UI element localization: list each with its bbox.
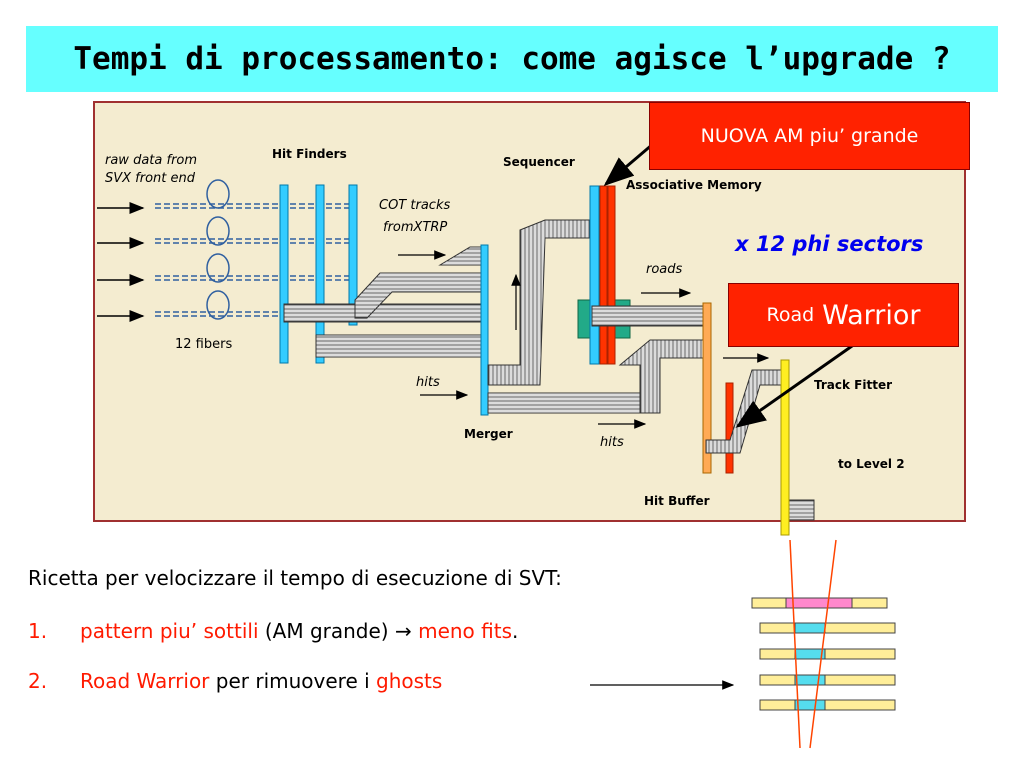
- track-fitter-label: Track Fitter: [814, 378, 892, 392]
- nuova-am-text: NUOVA AM piu’ grande: [700, 125, 919, 147]
- track-fitter-cables: [705, 369, 815, 521]
- flow-arrows: [398, 250, 770, 429]
- road-warrior-pointer: [735, 330, 873, 428]
- track-fitter-board: [780, 359, 790, 536]
- recipe-item1-red: pattern piu’ sottili: [80, 619, 259, 643]
- hit-finder-boards: [279, 184, 358, 364]
- input-arrows: [97, 202, 145, 322]
- merger-board: [480, 244, 489, 416]
- recipe-intro: Ricetta per velocizzare il tempo di esec…: [28, 566, 562, 590]
- phi-sectors-label: x 12 phi sectors: [735, 232, 924, 256]
- associative-memory-label: Associative Memory: [626, 178, 762, 192]
- recipe-item2-black: per rimuovere i: [209, 669, 377, 693]
- road-warrior-board: [725, 382, 734, 474]
- hits-label-1: hits: [416, 375, 440, 390]
- track-lines: [789, 539, 837, 749]
- recipe-item1: pattern piu’ sottili (AM grande) → meno …: [80, 619, 518, 643]
- roads-label: roads: [646, 262, 683, 277]
- page-title: Tempi di processamento: come agisce l’up…: [73, 41, 951, 77]
- am-boards: [577, 185, 631, 365]
- hits-label-2: hits: [600, 435, 624, 450]
- title-bar: Tempi di processamento: come agisce l’up…: [26, 26, 998, 92]
- raw-data-label-2: SVX front end: [105, 171, 196, 186]
- hit-buffer-board: [702, 302, 712, 474]
- recipe-item1-red2: meno fits: [418, 619, 513, 643]
- road-warrior-big: Warrior: [822, 299, 921, 331]
- recipe-item1-black: (AM grande) →: [258, 619, 419, 643]
- recipe-item2-red2: ghosts: [376, 669, 443, 693]
- nuova-am-callout: NUOVA AM piu’ grande: [649, 102, 970, 170]
- recipe-item2-number: 2.: [28, 669, 48, 693]
- cables-to-merger: [283, 246, 487, 358]
- hit-buffer-label: Hit Buffer: [644, 494, 710, 508]
- cot-tracks-label-1: COT tracks: [379, 198, 451, 213]
- merger-output-cables: [487, 219, 706, 414]
- raw-data-label-1: raw data from: [105, 153, 198, 168]
- road-warrior-small: Road: [766, 304, 815, 326]
- recipe-item1-number: 1.: [28, 619, 48, 643]
- roads-cable: [591, 305, 708, 327]
- to-level2-label: to Level 2: [838, 457, 905, 471]
- sequencer-label: Sequencer: [503, 155, 575, 169]
- cot-tracks-label-2: fromXTRP: [383, 220, 448, 235]
- fibers-label: 12 fibers: [175, 337, 233, 352]
- hit-finders-label: Hit Finders: [272, 147, 347, 161]
- road-warrior-callout: Road Warrior: [728, 283, 959, 347]
- recipe-item2-red: Road Warrior: [80, 669, 210, 693]
- fiber-loops: [206, 179, 230, 320]
- merger-label: Merger: [464, 427, 513, 441]
- recipe-item1-end: .: [512, 619, 519, 643]
- detector-layers: [751, 597, 896, 711]
- recipe-item2: Road Warrior per rimuovere i ghosts: [80, 669, 442, 693]
